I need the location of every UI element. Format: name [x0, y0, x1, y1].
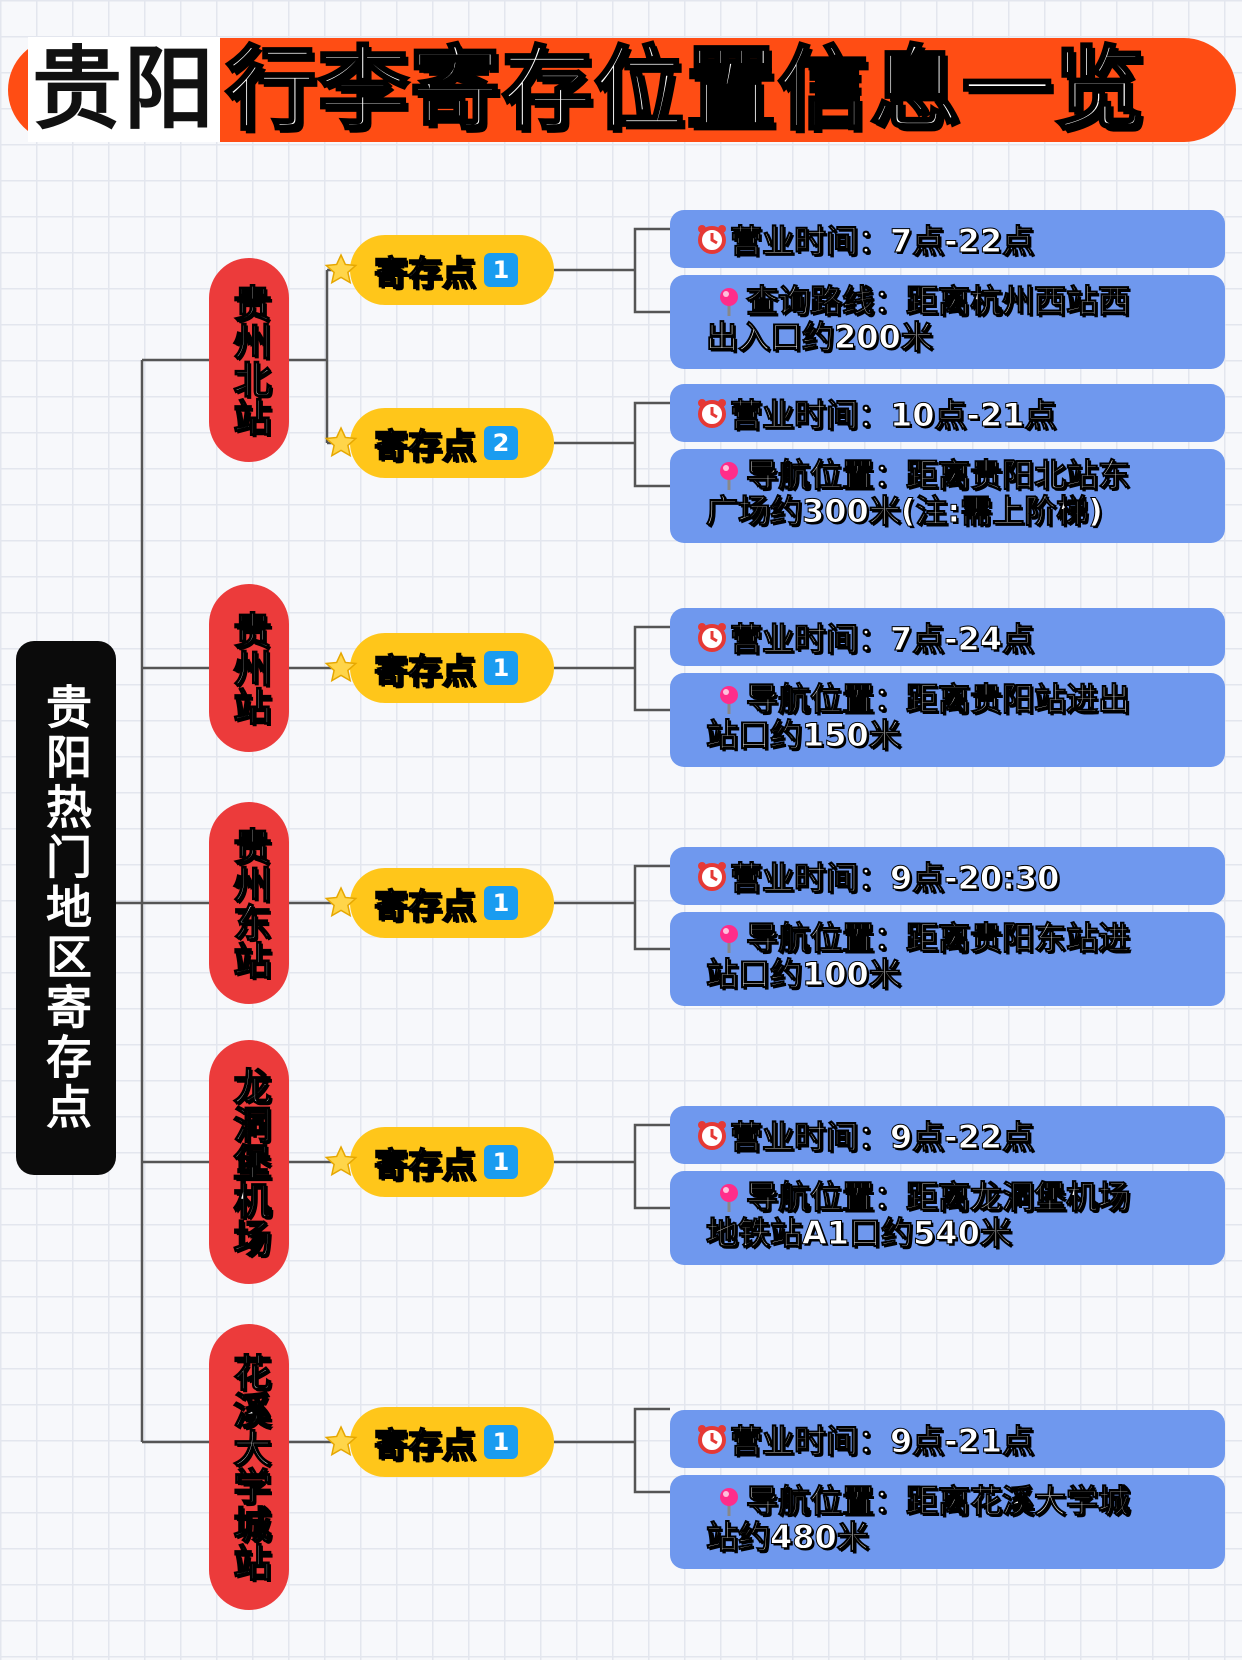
station-name: 贵州东站 [226, 826, 272, 980]
alarm-clock-icon [698, 623, 726, 652]
hours-text: 营业时间：9点-21点 [729, 1422, 1035, 1461]
hours-box: 营业时间：7点-24点 [670, 608, 1225, 666]
route-box: 查询路线：距离杭州西站西 出入口约200米 [670, 275, 1225, 369]
station-name: 贵州北站 [226, 283, 272, 437]
star-icon [324, 1145, 358, 1177]
star-icon [324, 651, 358, 683]
route-text-line2: 站口约100米 [706, 955, 902, 993]
station-node: 贵州站 [209, 584, 289, 752]
star-icon [324, 253, 358, 285]
pill-label: 寄存点 [373, 886, 477, 928]
route-box: 导航位置：距离贵阳东站进 站口约100米 [670, 912, 1225, 1006]
station-node: 龙洞堡机场 [209, 1040, 289, 1284]
map-pin-icon [720, 925, 738, 953]
root-label: 贵阳热门地区寄存点 [39, 683, 93, 1133]
route-box: 导航位置：距离贵阳站进出 站口约150米 [670, 673, 1225, 767]
pill-number-badge: 1 [484, 253, 518, 287]
alarm-clock-icon [698, 1121, 726, 1150]
map-pin-icon [720, 1184, 738, 1212]
hours-text: 营业时间：10点-21点 [729, 396, 1057, 435]
alarm-clock-icon [698, 1425, 726, 1454]
map-pin-icon [720, 1488, 738, 1516]
map-pin-icon [720, 288, 738, 316]
route-text-line2: 出入口约200米 [706, 318, 934, 356]
route-box: 导航位置：距离花溪大学城 站约480米 [670, 1475, 1225, 1569]
star-icon [324, 1425, 358, 1457]
pill-label: 寄存点 [373, 253, 477, 295]
alarm-clock-icon [698, 399, 726, 428]
station-name: 花溪大学城站 [226, 1352, 272, 1582]
pill-number-badge: 1 [484, 1145, 518, 1179]
station-node: 花溪大学城站 [209, 1324, 289, 1610]
hours-box: 营业时间：9点-21点 [670, 1410, 1225, 1468]
route-box: 导航位置：距离龙洞堡机场 地铁站A1口约540米 [670, 1171, 1225, 1265]
station-node: 贵州北站 [209, 258, 289, 462]
pill-number-badge: 2 [484, 426, 518, 460]
star-icon [324, 426, 358, 458]
hours-text: 营业时间：9点-20:30 [729, 859, 1060, 898]
route-text-line2: 地铁站A1口约540米 [706, 1214, 1013, 1252]
pill-label: 寄存点 [373, 1145, 477, 1187]
hours-box: 营业时间：9点-22点 [670, 1106, 1225, 1164]
pill-number-badge: 1 [484, 1425, 518, 1459]
hours-text: 营业时间：9点-22点 [729, 1118, 1035, 1157]
alarm-clock-icon [698, 862, 726, 891]
route-text-line1: 导航位置：距离贵阳北站东 [746, 456, 1131, 494]
root-node: 贵阳热门地区寄存点 [16, 641, 116, 1175]
alarm-clock-icon [698, 225, 726, 254]
route-text-line1: 导航位置：距离龙洞堡机场 [746, 1178, 1131, 1216]
station-name: 龙洞堡机场 [226, 1066, 272, 1258]
hours-box: 营业时间：7点-22点 [670, 210, 1225, 268]
hours-text: 营业时间：7点-24点 [729, 620, 1035, 659]
route-text-line1: 导航位置：距离贵阳东站进 [746, 919, 1131, 957]
pill-label: 寄存点 [373, 426, 477, 468]
route-text-line1: 导航位置：距离贵阳站进出 [746, 680, 1131, 718]
pill-label: 寄存点 [373, 1425, 477, 1467]
hours-box: 营业时间：9点-20:30 [670, 847, 1225, 905]
title-highlight: 贵阳 [28, 37, 220, 142]
pill-number-badge: 1 [484, 886, 518, 920]
hours-text: 营业时间：7点-22点 [729, 222, 1035, 261]
star-icon [324, 886, 358, 918]
map-pin-icon [720, 686, 738, 714]
route-box: 导航位置：距离贵阳北站东 广场约300米(注:需上阶梯) [670, 449, 1225, 543]
route-text-line1: 导航位置：距离花溪大学城 [746, 1482, 1131, 1520]
pill-number-badge: 1 [484, 651, 518, 685]
station-name: 贵州站 [226, 610, 272, 726]
station-node: 贵州东站 [209, 802, 289, 1004]
route-text-line2: 站口约150米 [706, 716, 902, 754]
title-rest: 行李寄存位置信息一览 [225, 36, 1146, 144]
page-title: 贵阳行李寄存位置信息一览 [28, 36, 1146, 144]
route-text-line2: 站约480米 [706, 1518, 870, 1556]
pill-label: 寄存点 [373, 651, 477, 693]
map-pin-icon [720, 462, 738, 490]
hours-box: 营业时间：10点-21点 [670, 384, 1225, 442]
route-text-line1: 查询路线：距离杭州西站西 [746, 282, 1131, 320]
route-text-line2: 广场约300米(注:需上阶梯) [706, 492, 1104, 530]
